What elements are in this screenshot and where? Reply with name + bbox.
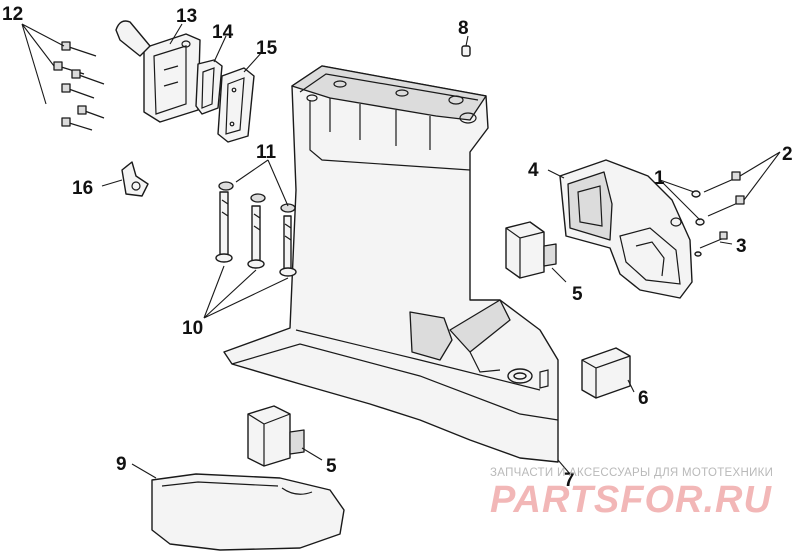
callout-13: 13 [176, 6, 197, 27]
callout-1: 1 [654, 168, 665, 189]
callout-labels: 1 2 3 4 5 5 6 7 8 9 10 11 12 13 14 15 16 [2, 4, 793, 491]
callout-2: 2 [782, 144, 793, 165]
callout-8: 8 [458, 18, 469, 39]
part-14-gasket [195, 59, 223, 115]
watermark-tagline: ЗАПЧАСТИ И АКСЕССУАРЫ ДЛЯ МОТОТЕХНИКИ [490, 467, 773, 479]
callout-15: 15 [256, 38, 278, 59]
callout-14: 14 [212, 22, 234, 43]
callout-10: 10 [182, 318, 203, 339]
callout-9: 9 [116, 454, 127, 475]
part-1-2-3-fasteners [691, 171, 745, 257]
callout-6: 6 [638, 388, 649, 409]
callout-5-lower: 5 [326, 456, 337, 477]
callout-3: 3 [736, 236, 747, 257]
part-5-lower-mount [247, 405, 305, 467]
part-13-cover-assembly [115, 20, 201, 123]
callout-12: 12 [2, 4, 23, 25]
watermark: ЗАПЧАСТИ И АКСЕССУАРЫ ДЛЯ МОТОТЕХНИКИ PA… [490, 467, 773, 521]
part-15-plate [217, 67, 255, 143]
part-16-clip [121, 161, 149, 197]
part-9-lower-cover [151, 473, 345, 551]
callout-5-upper: 5 [572, 284, 583, 305]
watermark-brand: PARTSFOR.RU [490, 479, 772, 521]
part-12-bolts [53, 41, 105, 131]
callout-16: 16 [72, 178, 93, 199]
part-10-11-studs [215, 181, 297, 277]
part-5-upper-mount [505, 221, 557, 279]
callout-7: 7 [564, 470, 575, 491]
leader-lines [21, 23, 781, 479]
part-4-bracket [559, 159, 693, 299]
callout-4: 4 [528, 160, 539, 181]
driveshaft-housing [223, 65, 559, 463]
callout-11: 11 [256, 142, 277, 163]
part-8-plug [461, 45, 471, 57]
part-6-rubber-block [581, 347, 631, 399]
